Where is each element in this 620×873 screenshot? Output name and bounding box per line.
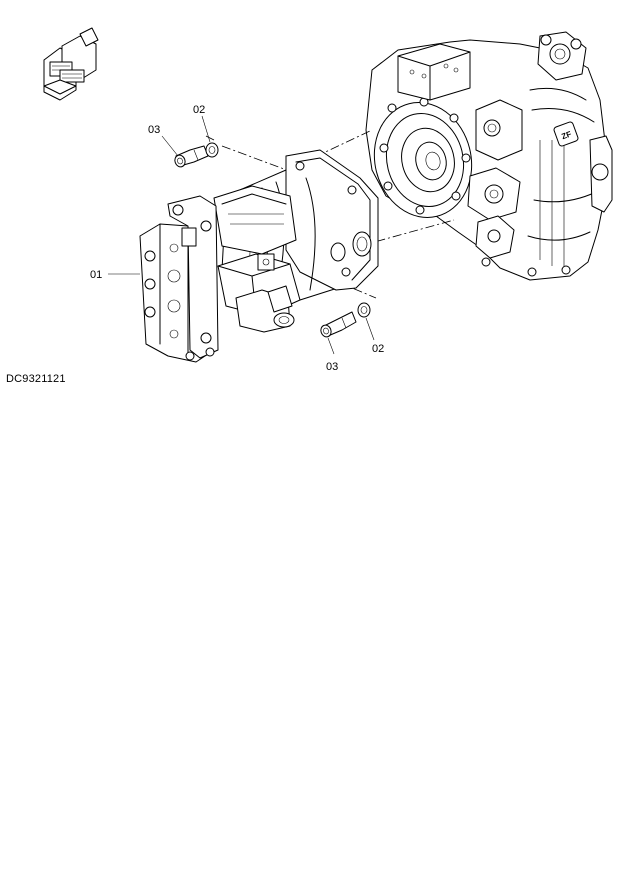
bolt-bottom — [320, 311, 357, 338]
callout-02-bottom: 02 — [372, 343, 384, 355]
callout-02-top: 02 — [193, 104, 205, 116]
drawing-reference-code: DC9321121 — [6, 373, 66, 385]
callout-labels: 01 02 03 02 03 — [90, 104, 384, 373]
callout-01: 01 — [90, 269, 102, 281]
callout-03-bottom: 03 — [326, 361, 338, 373]
svg-text:ZF: ZF — [560, 129, 572, 141]
hydraulic-motor — [139, 149, 379, 363]
leader-lines — [108, 115, 375, 355]
locator-thumbnail — [43, 27, 99, 101]
washer-bottom — [357, 302, 371, 318]
transmission-housing: ZF — [365, 31, 613, 281]
bolt-top — [174, 145, 209, 168]
washer-top — [205, 142, 219, 158]
callout-03-top: 03 — [148, 124, 160, 136]
